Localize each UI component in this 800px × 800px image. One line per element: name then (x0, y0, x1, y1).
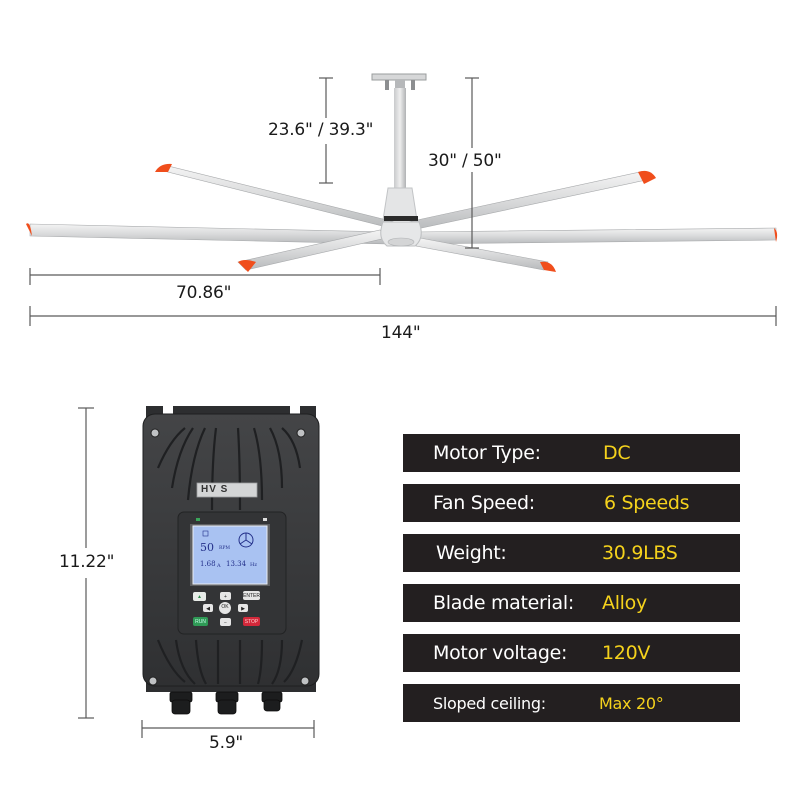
spec-row-motor-type: Motor Type: DC (403, 434, 740, 472)
lcd-frequency-unit: Hz (250, 562, 257, 568)
spec-label: Motor Type: (433, 442, 541, 464)
blade-length-label: 70.86" (176, 283, 232, 303)
spec-value: 30.9LBS (602, 542, 678, 564)
spec-label: Fan Speed: (433, 492, 535, 514)
downrod-length-label: 23.6" / 39.3" (268, 120, 374, 140)
spec-value: 6 Speeds (604, 492, 690, 514)
plus-key[interactable]: + (220, 592, 231, 600)
spec-label: Weight: (436, 542, 507, 564)
right-key[interactable]: ▶ (238, 604, 248, 612)
fan-blades (26, 163, 778, 272)
controller-width-label: 5.9" (209, 733, 244, 753)
lcd-speed-unit: RPM (219, 546, 231, 551)
lcd-current-value: 1.68 (200, 560, 216, 568)
stop-key[interactable]: STOP (243, 617, 260, 626)
spec-value: Alloy (602, 592, 647, 614)
spec-row-fan-speed: Fan Speed: 6 Speeds (403, 484, 740, 522)
mounting-bracket (371, 73, 427, 94)
lcd-frequency-value: 13.34 (226, 560, 247, 568)
controller-brand-label: HV S (201, 484, 229, 495)
spec-value: 120V (602, 642, 651, 664)
motor-hub (380, 216, 422, 247)
spec-row-weight: Weight: 30.9LBS (403, 534, 740, 572)
lcd-current-unit: A (217, 563, 221, 569)
motor-housing (382, 187, 418, 221)
spec-label: Motor voltage: (433, 642, 568, 664)
spec-label: Sloped ceiling: (433, 693, 546, 713)
run-key[interactable]: RUN (193, 617, 208, 626)
spec-row-motor-voltage: Motor voltage: 120V (403, 634, 740, 672)
total-drop-label: 30" / 50" (428, 151, 502, 171)
spec-value: Max 20° (599, 693, 664, 713)
home-icon: ▲ (197, 594, 202, 600)
fan-diameter-label: 144" (381, 323, 421, 343)
enter-key[interactable]: ENTER (243, 591, 260, 600)
downrod (394, 88, 406, 188)
controller-device (142, 406, 320, 715)
lcd-speed-value: 50 (200, 541, 214, 554)
minus-key[interactable]: − (220, 618, 231, 626)
left-key[interactable]: ◀ (203, 604, 213, 612)
controller-height-label: 11.22" (59, 552, 115, 572)
home-key[interactable]: ▲ (193, 592, 206, 601)
spec-row-sloped-ceiling: Sloped ceiling: Max 20° (403, 684, 740, 722)
spec-value: DC (603, 442, 631, 464)
spec-label: Blade material: (433, 592, 574, 614)
fan-dimension-lines (29, 77, 777, 738)
spec-row-blade-material: Blade material: Alloy (403, 584, 740, 622)
ok-key[interactable]: OK (219, 602, 231, 614)
